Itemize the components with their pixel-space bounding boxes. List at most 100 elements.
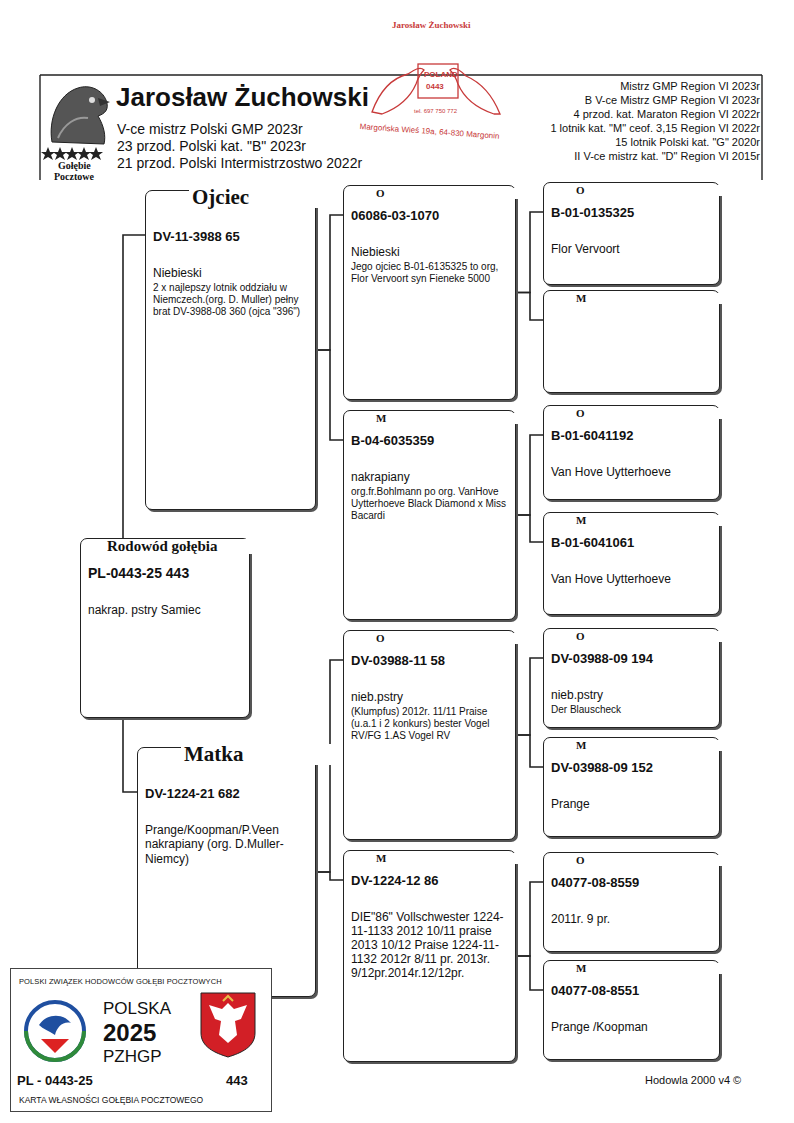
- ring-number: 04077-08-8551: [551, 983, 712, 998]
- software-credit: Hodowla 2000 v4 ©: [645, 1074, 741, 1087]
- card-text: KARTA WŁASNOŚCI GOŁĘBIA POCZTOWEGO: [19, 1095, 203, 1105]
- ancestor-box: ODV-03988-09 194nieb.pstryDer Blauscheck: [543, 628, 720, 728]
- box-heading: O: [373, 633, 530, 644]
- pedigree-connector: [123, 235, 145, 538]
- card-text: POLSKI ZWIĄZEK HODOWCÓW GOŁĘBI POCZTOWYC…: [19, 977, 222, 986]
- pedigree-connector: [516, 735, 543, 767]
- pedigree-connector: [123, 718, 137, 792]
- stamp-text: 0443: [426, 82, 444, 91]
- pedigree-note: (Klumpfus) 2012r. 11/11 Praise (u.a.1 i …: [351, 706, 508, 742]
- box-heading: M: [573, 963, 734, 974]
- ring-number: DV-1224-21 682: [145, 786, 308, 801]
- logo-text: Gołębie: [58, 160, 91, 172]
- achievement-note: II V-ce mistrz kat. "D" Region VI 2015r: [574, 150, 760, 163]
- colour-note: 2011r. 9 pr.: [551, 912, 712, 926]
- achievement-note: 23 przod. Polski kat. "B" 2023r: [117, 138, 306, 154]
- ancestor-box: OB-01-6041192Van Hove Uytterhoeve: [543, 405, 720, 500]
- logo-pigeon: [51, 87, 110, 144]
- subject-box: Rodowód gołębiaPL-0443-25 443nakrap. pst…: [80, 538, 250, 718]
- ancestor-box: MatkaDV-1224-21 682Prange/Koopman/P.Veen…: [137, 747, 316, 997]
- colour-note: nieb.pstry: [351, 690, 508, 704]
- pedigree-note: org.fr.Bohlmann po org. VanHove Uytterho…: [351, 486, 508, 522]
- box-heading: O: [573, 408, 734, 419]
- ancestor-box: OB-01-0135325Flor Vervoort: [543, 182, 720, 285]
- colour-note: nakrap. pstry Samiec: [88, 603, 242, 617]
- box-heading: O: [573, 855, 734, 866]
- colour-note: Van Hove Uytterhoeve: [551, 465, 712, 479]
- ring-number: B-01-6041061: [551, 535, 712, 550]
- stamp-text: Jarosław Żuchowski: [392, 20, 471, 30]
- ancestor-box: O04077-08-85592011r. 9 pr.: [543, 852, 720, 952]
- colour-note: Niebieski: [153, 266, 308, 280]
- ring-number: B-04-6035359: [351, 433, 508, 448]
- ring-number: DV-03988-09 152: [551, 760, 712, 775]
- ring-number: PL - 0443-25: [17, 1073, 93, 1088]
- pedigree-connector: [516, 956, 543, 990]
- box-heading: M: [373, 853, 530, 864]
- pedigree-connector: [516, 658, 543, 735]
- pedigree-connector: [516, 212, 543, 293]
- ring-number: DV-1224-12 86: [351, 873, 508, 888]
- ancestor-box: MDV-03988-09 152Prange: [543, 737, 720, 837]
- stamp-top: [372, 64, 500, 114]
- colour-note: nakrapiany: [351, 470, 508, 484]
- achievement-note: 4 przod. kat. Maraton Region VI 2022r: [574, 108, 761, 121]
- achievement-note: 1 lotnik kat. "M" ceof. 3,15 Region VI 2…: [550, 122, 760, 135]
- stamp-text: tel. 697 750 772: [414, 108, 457, 115]
- colour-note: nieb.pstry: [551, 688, 712, 702]
- ancestor-box: MB-01-6041061Van Hove Uytterhoeve: [543, 512, 720, 615]
- pedigree-connector: [316, 872, 343, 880]
- pedigree-note: Jego ojciec B-01-6135325 to org, Flor Ve…: [351, 261, 508, 285]
- eagle-emblem: [201, 993, 255, 1057]
- stamp-text: POLAND: [424, 70, 458, 79]
- pedigree-connector: [516, 882, 543, 956]
- breeder-name: Jarosław Żuchowski: [116, 82, 369, 113]
- pedigree-connector: [316, 215, 343, 350]
- pedigree-note: Der Blauscheck: [551, 704, 712, 716]
- card-text: POLSKA: [103, 999, 171, 1019]
- achievement-note: 15 lotnik Polski kat. "G" 2020r: [615, 136, 760, 149]
- pedigree-note: 2 x najlepszy lotnik oddziału w Niemczec…: [153, 282, 308, 318]
- colour-note: Prange/Koopman/P.Veen nakrapiany (org. D…: [145, 823, 308, 866]
- ring-number: DV-03988-11 58: [351, 653, 508, 668]
- ring-number: 443: [226, 1073, 248, 1088]
- logo-text: Pocztowe: [54, 171, 94, 183]
- ring-number: PL-0443-25 443: [88, 565, 242, 581]
- box-heading: Ojciec: [189, 187, 344, 208]
- pedigree-connector: [516, 293, 543, 321]
- ring-number: DV-11-3988 65: [153, 229, 308, 244]
- box-heading: O: [573, 631, 734, 642]
- ancestor-box: O06086-03-1070NiebieskiJego ojciec B-01-…: [343, 185, 516, 400]
- ring-number: DV-03988-09 194: [551, 651, 712, 666]
- pedigree-connector: [316, 660, 343, 872]
- pedigree-connector: [516, 515, 543, 542]
- pzhgp-logo: [26, 1002, 84, 1060]
- colour-note: Van Hove Uytterhoeve: [551, 572, 712, 586]
- achievement-note: B V-ce Mistrz GMP Region VI 2023r: [585, 94, 760, 107]
- card-text: PZHGP: [103, 1047, 162, 1067]
- ancestor-box: ODV-03988-11 58nieb.pstry(Klumpfus) 2012…: [343, 630, 516, 840]
- logo-stars: [41, 147, 103, 160]
- ancestor-box: M: [543, 290, 720, 393]
- card-text: 2025: [103, 1019, 156, 1047]
- colour-note: Niebieski: [351, 245, 508, 259]
- colour-note: Flor Vervoort: [551, 242, 712, 256]
- ancestor-box: MDV-1224-12 86DIE"86" Vollschwester 1224…: [343, 850, 516, 1062]
- ancestor-box: MB-04-6035359nakrapianyorg.fr.Bohlmann p…: [343, 410, 516, 620]
- ring-number: B-01-6041192: [551, 428, 712, 443]
- box-heading: M: [573, 740, 734, 751]
- ancestor-box: OjciecDV-11-3988 65Niebieski2 x najlepsz…: [145, 190, 316, 510]
- header-frame: [40, 75, 762, 180]
- ring-number: 04077-08-8559: [551, 875, 712, 890]
- achievement-note: Mistrz GMP Region VI 2023r: [620, 80, 760, 93]
- ownership-card: POLSKI ZWIĄZEK HODOWCÓW GOŁĘBI POCZTOWYC…: [10, 968, 272, 1112]
- box-heading: M: [573, 515, 734, 526]
- box-heading: O: [573, 185, 734, 196]
- box-heading: Rodowód gołębia: [104, 539, 258, 554]
- colour-note: Prange: [551, 797, 712, 811]
- colour-note: DIE"86" Vollschwester 1224-11-1133 2012 …: [351, 910, 508, 980]
- ring-number: 06086-03-1070: [351, 208, 508, 223]
- pedigree-connector: [316, 350, 343, 440]
- colour-note: Prange /Koopman: [551, 1020, 712, 1034]
